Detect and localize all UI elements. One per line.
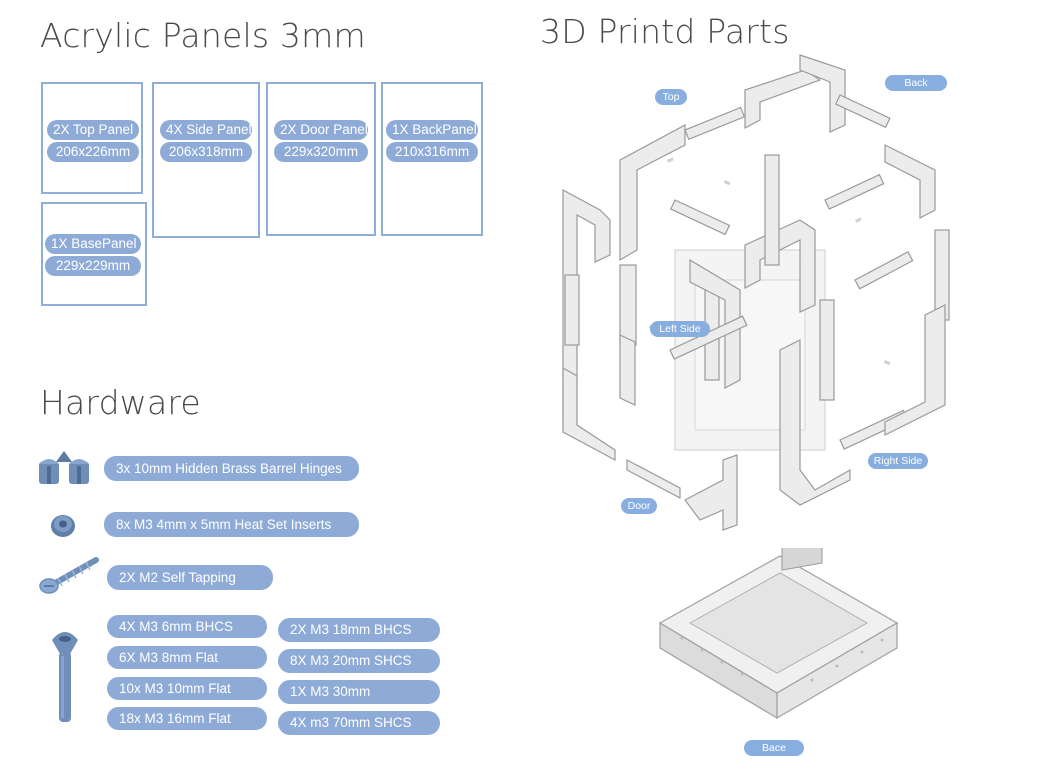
screw-label: 18x M3 16mm Flat [107, 707, 267, 730]
part-tag-left-side: Left Side [650, 321, 710, 337]
screw-label: 4X m3 70mm SHCS [278, 711, 440, 735]
base-panel-count: 1X BasePanel [45, 234, 141, 254]
screw-label: 6X M3 8mm Flat [107, 646, 267, 669]
side-panel-outline: 4X Side Panel 206x318mm [152, 82, 260, 238]
part-tag-back: Back [885, 75, 947, 91]
part-tag-right-side: Right Side [868, 453, 928, 469]
hinge-icon [36, 448, 92, 488]
part-tag-door: Door [621, 498, 657, 514]
back-panel-outline: 1X BackPanel 210x316mm [381, 82, 483, 236]
screw-label: 10x M3 10mm Flat [107, 677, 267, 700]
hardware-title: Hardware [40, 383, 201, 422]
screw-label: 1X M3 30mm [278, 680, 440, 704]
screw-label: 2X M3 18mm BHCS [278, 618, 440, 642]
base-panel-size: 229x229mm [45, 256, 141, 276]
screw-label: 8X M3 20mm SHCS [278, 649, 440, 673]
printed-parts-title: 3D Printd Parts [540, 12, 790, 51]
part-tag-base: Bace [744, 740, 804, 756]
top-panel-outline: 2X Top Panel 206x226mm [41, 82, 143, 194]
back-panel-size: 210x316mm [386, 142, 478, 162]
top-panel-size: 206x226mm [47, 142, 139, 162]
top-panel-count: 2X Top Panel [47, 120, 139, 140]
heat-set-insert-icon [48, 512, 78, 540]
self-tapping-screw-icon [38, 556, 100, 596]
side-panel-count: 4X Side Panel [160, 120, 252, 140]
hinges-label: 3x 10mm Hidden Brass Barrel Hinges [104, 456, 359, 481]
side-panel-size: 206x318mm [160, 142, 252, 162]
door-panel-outline: 2X Door Panel 229x320mm [266, 82, 376, 236]
back-panel-count: 1X BackPanel [386, 120, 478, 140]
bolt-icon [48, 628, 82, 726]
part-tag-top: Top [655, 89, 687, 105]
inserts-label: 8x M3 4mm x 5mm Heat Set Inserts [104, 512, 359, 537]
self-tapping-label: 2X M2 Self Tapping [107, 565, 273, 590]
acrylic-panels-title: Acrylic Panels 3mm [40, 16, 366, 55]
exploded-enclosure-illustration [555, 50, 985, 540]
door-panel-count: 2X Door Panel [274, 120, 368, 140]
base-tray-illustration [652, 548, 902, 728]
base-panel-outline: 1X BasePanel 229x229mm [41, 202, 147, 306]
door-panel-size: 229x320mm [274, 142, 368, 162]
screw-label: 4X M3 6mm BHCS [107, 615, 267, 638]
